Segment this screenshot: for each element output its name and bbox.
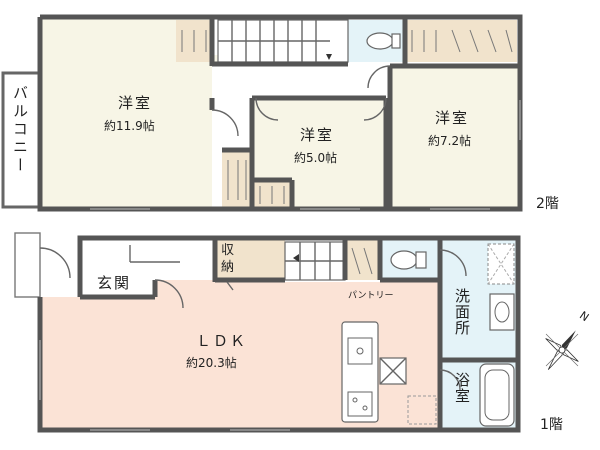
kitchen-counter	[341, 321, 379, 423]
first-floor-plan	[14, 232, 521, 433]
room-11-9-area: 約11.9帖	[104, 119, 155, 133]
compass-icon	[545, 330, 579, 370]
pantry-label: パントリー	[348, 291, 394, 301]
pantry-fill	[345, 240, 380, 280]
second-floor-label: 2階	[536, 196, 559, 212]
storage-label: 収納	[221, 243, 235, 275]
washroom-label: 洗面所	[453, 288, 471, 336]
room-7-2-area: 約7.2帖	[428, 134, 472, 148]
balcony-label: バルコニー	[11, 85, 29, 175]
washbasin-icon	[489, 293, 515, 331]
room-7-2-label: 洋室	[435, 109, 470, 127]
room-5-0-area: 約5.0帖	[294, 151, 338, 165]
bathroom-label: 浴室	[453, 372, 471, 404]
closet-2f-4	[222, 150, 252, 208]
refrigerator	[379, 357, 407, 385]
staircase-2f	[217, 19, 349, 63]
closet-2f-3	[445, 20, 517, 62]
ldk-fill	[40, 280, 440, 430]
ldk-area: 約20.3帖	[186, 356, 237, 370]
storage-fill	[215, 240, 285, 280]
room-5-0-label: 洋室	[300, 126, 335, 144]
toilet-1f-icon	[390, 250, 427, 270]
ldk-label: ＬＤＫ	[196, 332, 248, 350]
staircase-1f	[284, 241, 346, 281]
washing-machine	[487, 243, 515, 285]
bathtub-icon	[479, 363, 515, 427]
entrance-label: 玄関	[97, 274, 132, 292]
room-11-9-label: 洋室	[118, 94, 153, 112]
closet-2f-2	[405, 20, 445, 62]
balcony-outline	[1, 71, 41, 209]
room-7-2-fill	[390, 66, 520, 209]
second-floor-plan	[1, 14, 523, 212]
toilet-2f-icon	[366, 32, 401, 50]
first-floor-label: 1階	[540, 417, 563, 433]
